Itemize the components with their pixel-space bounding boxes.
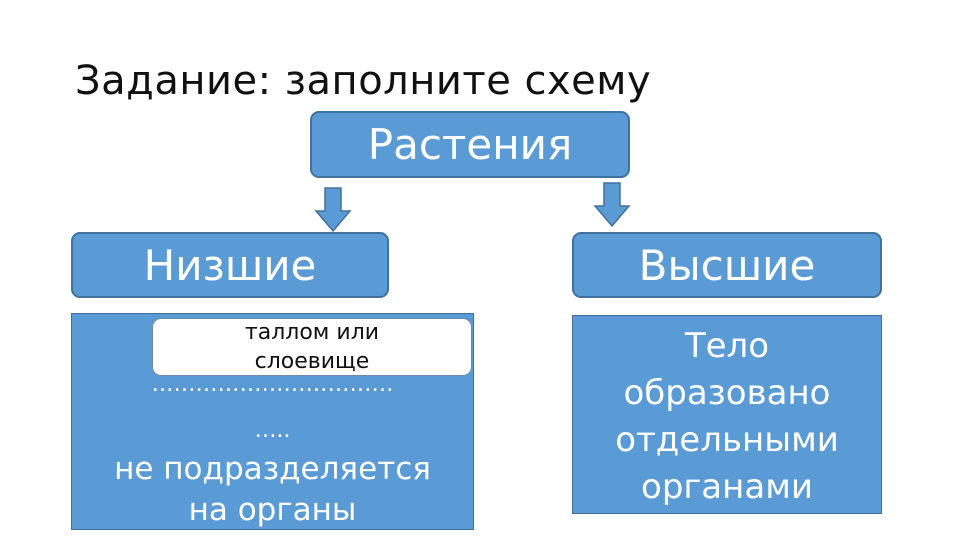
answer-line: таллом или — [244, 320, 380, 345]
arrow-down-icon — [314, 187, 352, 233]
answer-line: слоевище — [254, 349, 370, 374]
lower-plants-label: Низшие — [143, 240, 317, 290]
root-node-plants: Растения — [310, 111, 630, 178]
higher-plants-label: Высшие — [638, 240, 816, 290]
blank-dots: …………………………… — [151, 372, 394, 397]
description-line: органами — [641, 467, 813, 507]
lower-plants-description: не подразделяется на органы — [71, 449, 474, 531]
higher-plants-description-box — [572, 315, 882, 514]
answer-field[interactable]: таллом или слоевище — [152, 318, 472, 376]
higher-plants-node: Высшие — [572, 232, 882, 298]
blank-dots: ….. — [254, 418, 291, 443]
description-line: Тело — [684, 326, 770, 366]
slide-title: Задание: заполните схему — [75, 58, 652, 104]
root-node-label: Растения — [367, 120, 573, 169]
description-line: не подразделяется — [114, 451, 431, 487]
lower-plants-node: Низшие — [71, 232, 389, 298]
description-line: образовано — [623, 373, 831, 413]
description-line: отдельными — [615, 420, 839, 460]
arrow-down-icon — [593, 182, 631, 228]
higher-plants-description: Тело образовано отдельными органами — [572, 323, 882, 511]
description-line: на органы — [188, 492, 357, 528]
